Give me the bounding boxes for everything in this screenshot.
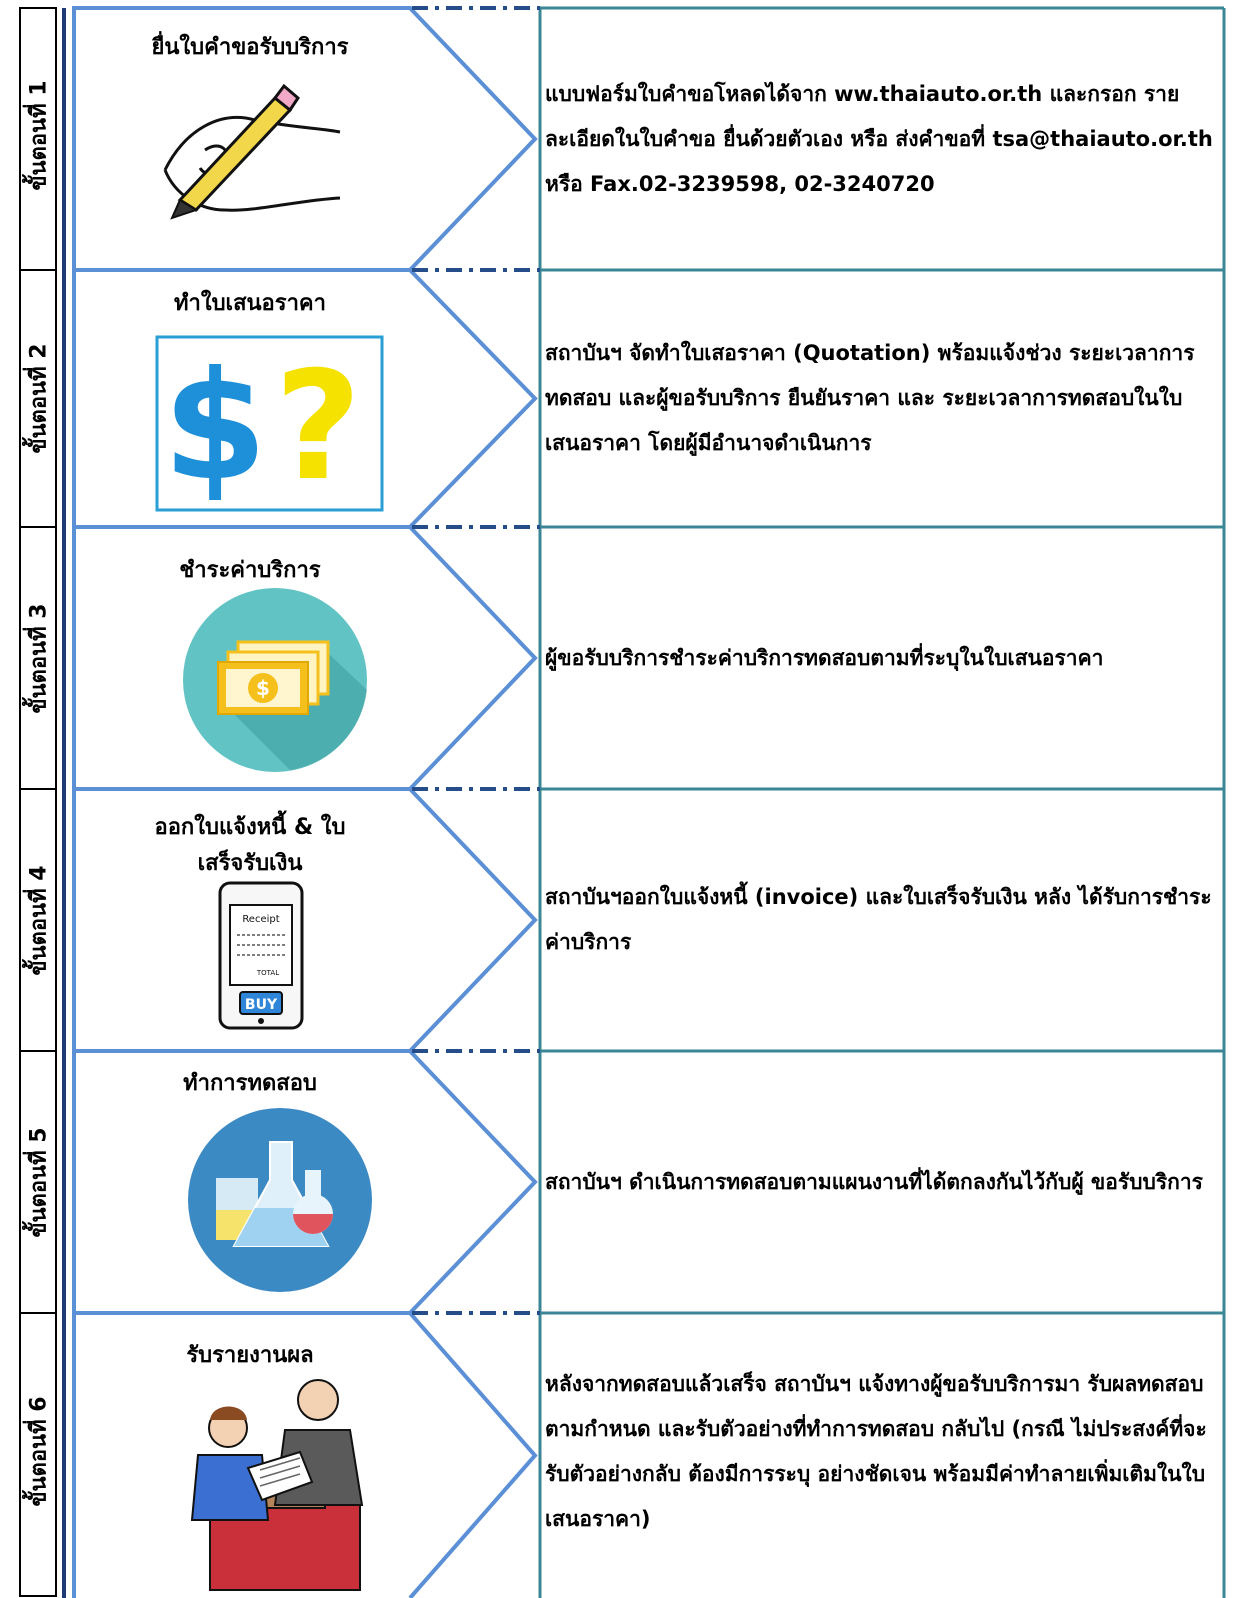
step-1-label: ขั้นตอนที่ 1 <box>26 80 52 191</box>
dollar-question-icon: $? <box>155 335 384 514</box>
step-2-description: สถาบันฯ จัดทำใบเสอราคา (Quotation) พร้อม… <box>545 341 1195 455</box>
step-2-title: ทำใบเสนอราคา <box>173 291 326 316</box>
step-5-description: สถาบันฯ ดำเนินการทดสอบตามแผนงานที่ได้ตกล… <box>545 1169 1203 1194</box>
step-6-label: ขั้นตอนที่ 6 <box>26 1396 52 1507</box>
step-3-label: ขั้นตอนที่ 3 <box>26 602 52 714</box>
step-5-arrow <box>72 1049 538 1315</box>
step-4-title: ออกใบแจ้งหนี้ & ใบเสร็จรับเงิน <box>154 815 346 876</box>
step-6-title: รับรายงานผล <box>186 1343 314 1368</box>
report-handover-icon <box>190 1379 364 1591</box>
step-4-label: ขั้นตอนที่ 4 <box>26 864 52 976</box>
lab-flasks-icon <box>188 1108 372 1292</box>
receipt-heading: Receipt <box>242 914 279 925</box>
step-1-description: แบบฟอร์มใบคำขอโหลดได้จาก ww.thaiauto.or.… <box>545 81 1213 196</box>
receipt-total: TOTAL <box>256 969 279 977</box>
question-glyph: ? <box>274 340 361 514</box>
step-2-arrow <box>72 268 538 529</box>
step-6-arrow <box>72 1311 538 1598</box>
buy-label: BUY <box>245 997 278 1013</box>
dollar-glyph: $ <box>163 340 267 514</box>
money-bills-icon: $ <box>183 588 367 772</box>
step-1-arrow <box>72 6 538 272</box>
bill-dollar-glyph: $ <box>256 676 270 700</box>
step-5-title: ทำการทดสอบ <box>183 1071 317 1096</box>
step-5-label: ขั้นตอนที่ 5 <box>26 1126 52 1238</box>
pen-hand-icon <box>163 83 341 220</box>
step-6-description: หลังจากทดสอบแล้วเสร็จ สถาบันฯ แจ้งทางผู้… <box>545 1371 1207 1531</box>
step-3-title: ชำระค่าบริการ <box>179 558 321 583</box>
step-3-description: ผู้ขอรับบริการชำระค่าบริการทดสอบตามที่ระ… <box>545 645 1104 670</box>
step-1-title: ยื่นใบคำขอรับบริการ <box>151 35 349 60</box>
step-6-label-box <box>19 1312 57 1597</box>
step-4-description: สถาบันฯออกใบแจ้งหนี้ (invoice) และใบเสร็… <box>545 885 1212 954</box>
step-3-arrow <box>72 525 538 791</box>
step-2-label: ขั้นตอนที่ 2 <box>26 343 52 454</box>
step-4-arrow <box>72 787 538 1053</box>
